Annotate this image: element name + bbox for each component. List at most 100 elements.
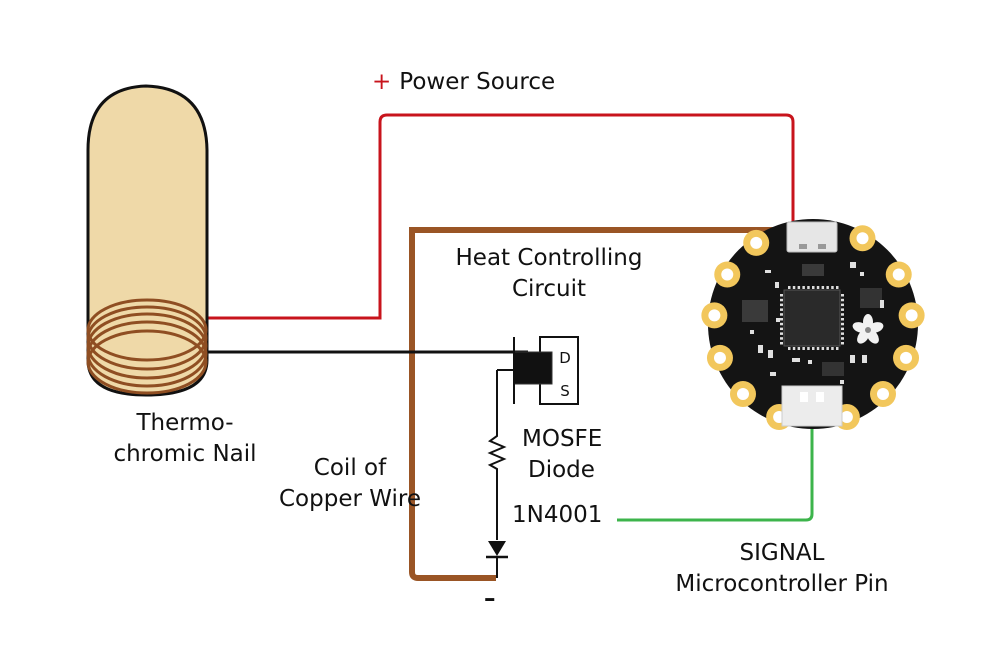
- chip-pin: [841, 327, 844, 331]
- mosfet-label: MOSFE Diode: [522, 424, 622, 486]
- chip-pin: [802, 347, 805, 350]
- board-pad-hole: [905, 309, 918, 322]
- coil-label: Coil of Copper Wire: [268, 453, 432, 515]
- signal-line1: SIGNAL: [739, 540, 825, 566]
- smd-component: [862, 355, 867, 363]
- chip-pin: [780, 298, 783, 302]
- chip-pin: [841, 318, 844, 321]
- board-pad-hole: [708, 309, 721, 322]
- chip-pin: [780, 318, 783, 321]
- chip-pin: [780, 313, 783, 316]
- smd-component: [840, 380, 844, 384]
- diode-part-label: 1N4001: [512, 502, 603, 528]
- chip-pin: [780, 322, 783, 326]
- board-pad-hole: [721, 268, 734, 281]
- resistor-icon: [487, 432, 507, 540]
- smd-component: [776, 318, 780, 322]
- signal-line2: Microcontroller Pin: [675, 571, 889, 597]
- mosfet-line2: Diode: [528, 457, 595, 483]
- plus-icon: +: [372, 69, 392, 95]
- smd-component: [850, 262, 856, 268]
- smd-component: [808, 360, 812, 364]
- chip-pin: [812, 286, 815, 289]
- chip-pin: [797, 286, 801, 289]
- board-pad-hole: [840, 411, 853, 424]
- power-source-label: + Power Source: [372, 67, 555, 98]
- chip-pin: [780, 294, 783, 297]
- ground-symbol: –: [484, 586, 496, 612]
- chip-pin: [780, 337, 783, 340]
- chip-pin: [841, 308, 844, 311]
- chip-pin: [826, 347, 829, 350]
- nail-line1: Thermo-: [136, 410, 234, 436]
- smd-component: [792, 358, 800, 362]
- chip-pin: [780, 327, 783, 331]
- smd-component: [770, 372, 776, 376]
- board-pad-hole: [750, 236, 763, 249]
- smd-component: [768, 350, 773, 358]
- chip-pin: [792, 286, 796, 289]
- board-pad-hole: [736, 388, 749, 401]
- chip-pin: [812, 347, 815, 350]
- coil-icon: [86, 298, 208, 395]
- chip-pin: [841, 303, 844, 307]
- signal-wire: [617, 420, 814, 522]
- board-pad-hole: [900, 351, 913, 364]
- smd-component: [758, 345, 763, 353]
- chip-pin: [836, 286, 839, 289]
- chip-pin: [836, 347, 839, 350]
- chip-pin: [841, 332, 844, 335]
- chip-pin: [841, 313, 844, 316]
- chip-pin: [792, 347, 796, 350]
- mosfet-icon: D S: [496, 336, 579, 432]
- heat-circuit-line1: Heat Controlling: [455, 245, 643, 271]
- chip-pin: [841, 294, 844, 297]
- chip-pin: [780, 332, 783, 335]
- chip-pin: [831, 286, 834, 289]
- chip-pin: [780, 303, 783, 307]
- chip-pin: [797, 347, 801, 350]
- board-pad-hole: [856, 232, 869, 245]
- nail-label: Thermo- chromic Nail: [92, 408, 278, 470]
- smd-component: [750, 330, 754, 334]
- chip-pin: [807, 286, 810, 289]
- chip-pin: [841, 337, 844, 340]
- microcontroller-icon: [701, 219, 925, 431]
- smd-component: [765, 270, 771, 273]
- coil-line1: Coil of: [313, 455, 387, 481]
- smd-component: [775, 282, 779, 288]
- chip-pin: [826, 286, 829, 289]
- nail-line2: chromic Nail: [113, 441, 257, 467]
- board-pad-hole: [877, 388, 890, 401]
- signal-label: SIGNAL Microcontroller Pin: [660, 538, 904, 600]
- smd-component: [860, 272, 864, 276]
- heat-circuit-line2: Circuit: [511, 276, 587, 302]
- chip-pin: [788, 286, 791, 289]
- diode-icon: [486, 541, 508, 578]
- chip-pin: [816, 286, 820, 289]
- chip-pin: [816, 347, 820, 350]
- chip-pin: [788, 347, 791, 350]
- smd-component: [880, 300, 884, 308]
- power-source-text: Power Source: [399, 69, 556, 95]
- chip-pin: [841, 298, 844, 302]
- heat-circuit-label: Heat Controlling Circuit: [442, 243, 656, 305]
- chip-pin: [807, 347, 810, 350]
- mosfet-pin-source: S: [560, 382, 570, 400]
- chip-pin: [802, 286, 805, 289]
- nail-icon: [86, 84, 209, 397]
- mosfet-line1: MOSFE: [522, 426, 603, 452]
- chip-pin: [841, 342, 844, 345]
- mosfet-pin-drain: D: [559, 349, 571, 367]
- board-pad-hole: [892, 268, 905, 281]
- board-pad-hole: [713, 351, 726, 364]
- chip-pin: [821, 286, 825, 289]
- chip-pin: [780, 342, 783, 345]
- chip-pin: [780, 308, 783, 311]
- power-wire: [205, 113, 795, 320]
- smd-component: [850, 355, 855, 363]
- coil-line2: Copper Wire: [279, 486, 421, 512]
- chip-pin: [831, 347, 834, 350]
- chip-pin: [821, 347, 825, 350]
